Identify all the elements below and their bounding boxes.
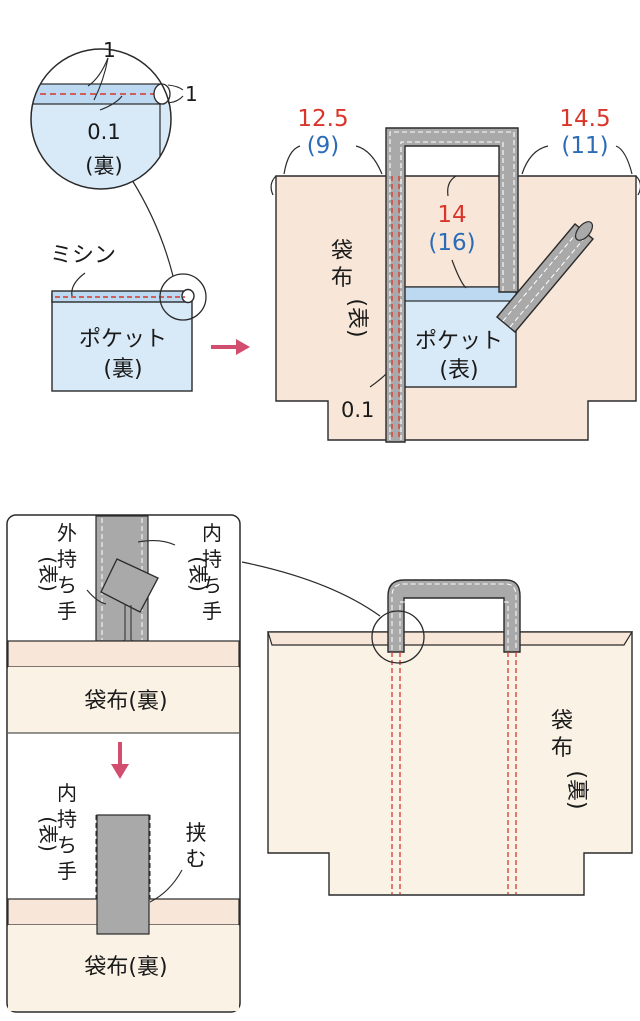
bag-back-right-1: 袋	[551, 709, 573, 734]
bag-front-label-3: (表)	[344, 298, 369, 337]
handle-step3	[387, 579, 521, 653]
handle-detail-box: 外 持 ち 手 (表) 内 持 ち 手 (表) 袋布(裏) 内 持 ち 手 (表…	[6, 514, 241, 1013]
bag-back-label-1: 袋布(裏)	[84, 689, 167, 714]
arrow-down-icon	[111, 742, 129, 779]
inner-handle-strip	[96, 814, 150, 935]
inner-handle2-char-2: 持	[57, 807, 77, 831]
inner-handle2-char-3: ち	[57, 833, 77, 857]
bag-edge-band-1	[7, 640, 240, 668]
margin-label: 0.1	[87, 120, 120, 144]
bag-back-area-2	[8, 925, 239, 1011]
step2-margin-label: 0.1	[341, 398, 374, 422]
inner-handle-char-4: 手	[202, 599, 222, 623]
bag-back-step3: 袋 布 (裏)	[241, 561, 634, 896]
outer-handle-char-4: 手	[57, 599, 77, 623]
pocket-step1: ミシン ポケット (裏)	[50, 179, 207, 392]
inner-handle-char-2: 持	[202, 547, 222, 571]
machine-label: ミシン	[50, 243, 116, 268]
outer-handle-char-3: ち	[57, 573, 77, 597]
outer-handle-char-1: 外	[57, 521, 77, 545]
bag-back-right-3: (裏)	[564, 770, 589, 809]
callout-roll	[153, 83, 171, 105]
inner-handle-fold	[100, 558, 159, 613]
inner-handle2-side: (表)	[36, 816, 60, 852]
bag-back-label-2: 袋布(裏)	[84, 955, 167, 980]
detail-ring-handle	[371, 610, 425, 664]
inner-handle2-char-1: 内	[57, 781, 77, 805]
dim-mid-red: 14	[437, 202, 466, 228]
inner-handle-char-3: ち	[202, 573, 222, 597]
pocket-front-label: ポケット	[415, 329, 503, 354]
outer-handle-side: (表)	[36, 556, 60, 592]
inner-handle-side: (表)	[186, 556, 210, 592]
dim-right-red: 14.5	[559, 106, 610, 132]
pocket-front-side: (表)	[439, 358, 478, 383]
bag-back-area-1	[8, 667, 239, 733]
leader-to-detail-box	[241, 561, 381, 617]
sandwich-char-1: 挟	[186, 821, 207, 845]
handle-step2	[385, 127, 594, 443]
dim-left-blue: (9)	[307, 133, 340, 159]
leader-machine	[71, 272, 86, 297]
bag-front-label-2: 布	[331, 266, 353, 291]
callout-side-label: (裏)	[85, 154, 122, 178]
detail-frame	[6, 514, 241, 1013]
outer-handle-char-2: 持	[57, 547, 77, 571]
dim-mid-blue: (16)	[428, 230, 475, 256]
fold-2-label: 1	[185, 82, 198, 106]
inner-handle2-char-4: 手	[57, 859, 77, 883]
inner-handle-char-1: 内	[202, 521, 222, 545]
fold-1-label: 1	[103, 38, 116, 62]
pocket-fold-roll	[181, 288, 195, 304]
bag-front-step2: 12.5 (9) 14.5 (11) 14 (16) 袋 布 (表) ポケット …	[270, 106, 640, 443]
callout-magnifier: 1 1 0.1 (裏)	[30, 38, 198, 190]
arrow-right-icon	[211, 339, 250, 355]
dim-left-red: 12.5	[297, 106, 348, 132]
bag-back-right-2: 布	[551, 736, 573, 761]
bag-back-top-band	[267, 631, 634, 646]
pocket-front-rect	[401, 286, 517, 388]
leader-to-callout	[131, 179, 174, 277]
bag-back-body	[267, 631, 633, 896]
detail-ring-small	[159, 273, 207, 321]
pocket-side-label: (裏)	[103, 357, 142, 382]
pocket-label: ポケット	[79, 327, 167, 352]
dim-right-blue: (11)	[561, 133, 608, 159]
callout-ring	[30, 48, 172, 190]
bag-front-label-1: 袋	[331, 239, 353, 264]
sandwich-char-2: む	[186, 847, 207, 871]
pocket-back-rect	[51, 293, 193, 392]
